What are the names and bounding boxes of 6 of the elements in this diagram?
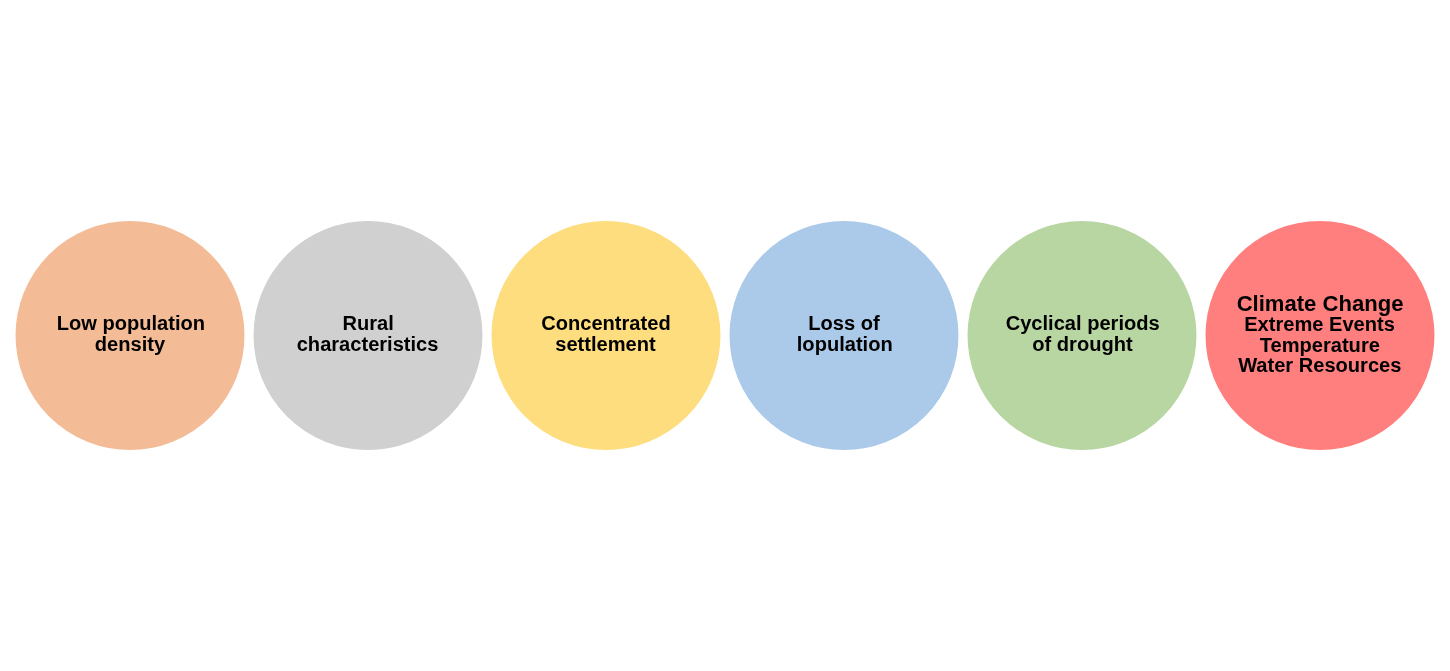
node-circle: Rural characteristics xyxy=(251,219,485,452)
node-circle: Low population density xyxy=(13,219,247,452)
node-circle: Cyclical periods of drought xyxy=(965,219,1199,452)
node-circle: Climate Change Extreme Events Temperature Water Resources xyxy=(1203,219,1437,452)
node-circle: Loss of lopulation xyxy=(727,219,961,452)
node-circle: Concentrated settlement xyxy=(489,219,723,452)
